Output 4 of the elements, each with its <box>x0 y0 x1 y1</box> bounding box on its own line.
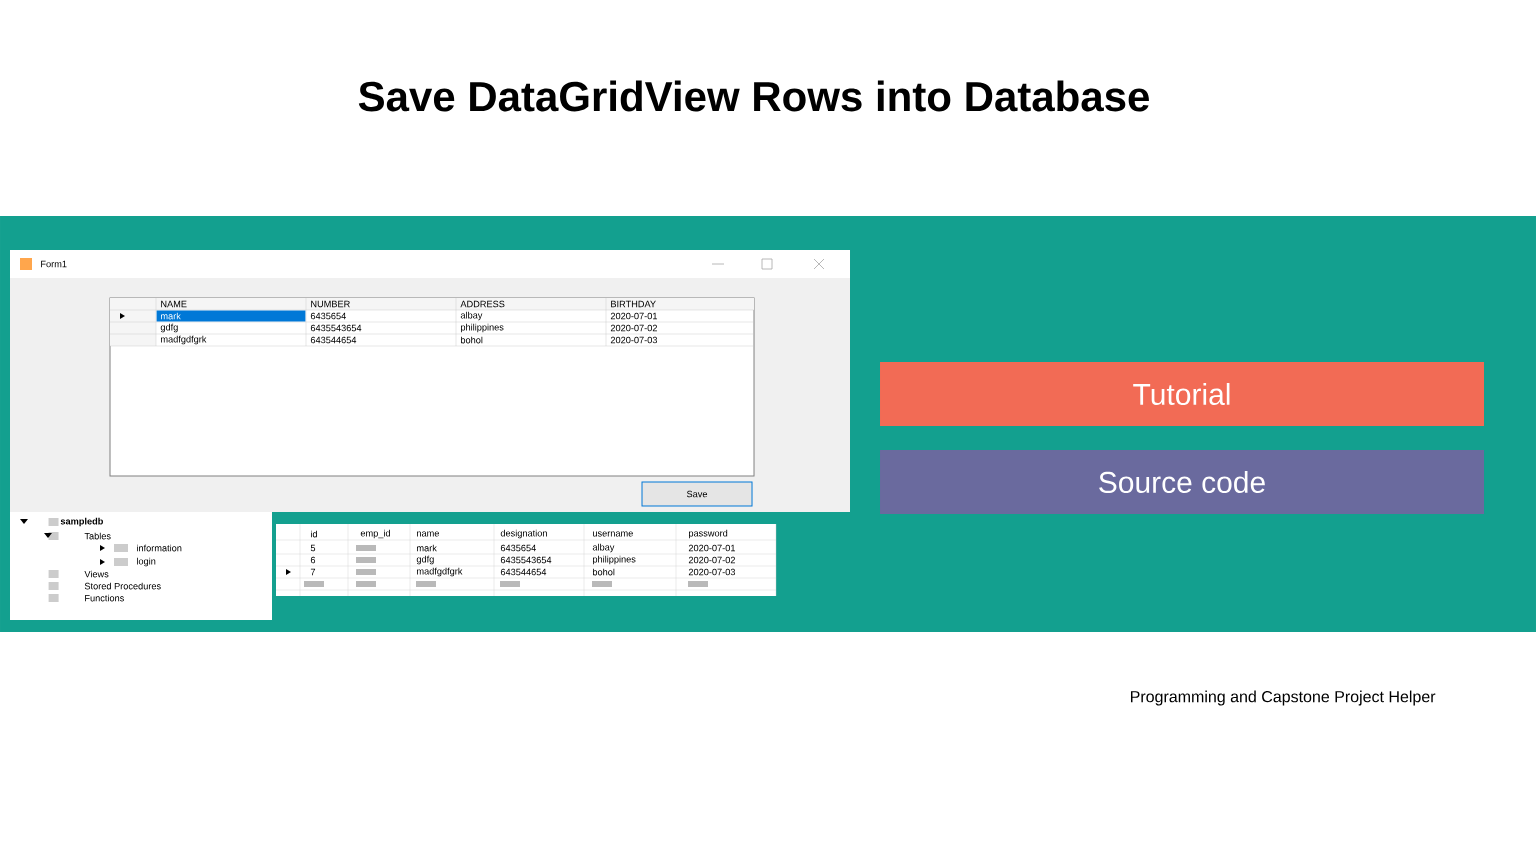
banner-box: Tutorial <box>880 362 1484 426</box>
tagline: Programming and Capstone Project Helper <box>1131 690 1436 706</box>
banner-box: Source code <box>880 450 1484 514</box>
title: Save DataGridView Rows into Database <box>358 80 1149 112</box>
